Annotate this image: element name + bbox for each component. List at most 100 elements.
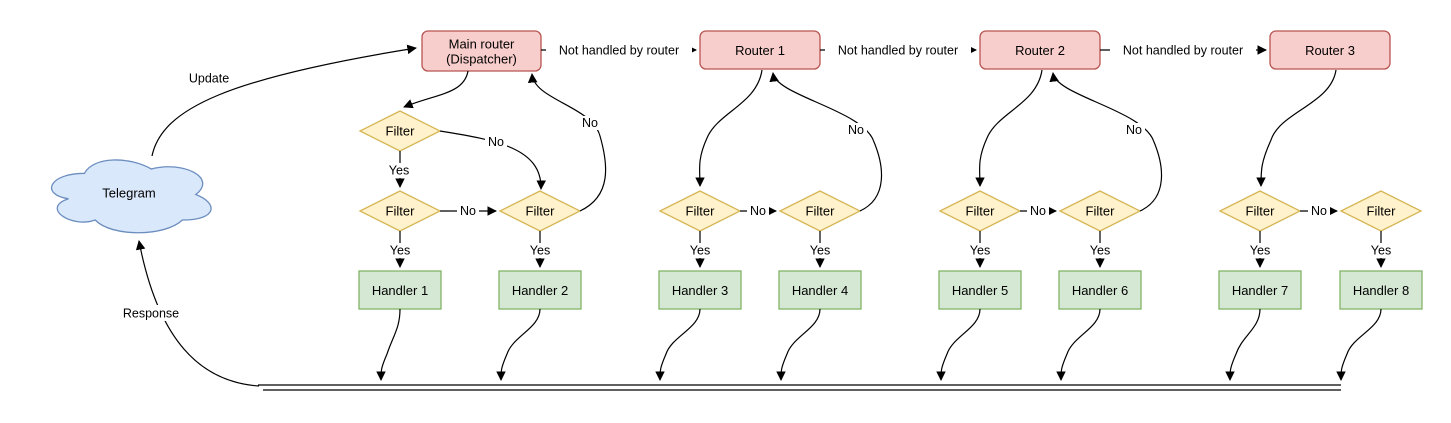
edge-router2-to-filter — [975, 69, 1043, 187]
node-label: Filter — [806, 204, 836, 219]
node-label: Filter — [1246, 204, 1276, 219]
node-label: Router 2 — [1015, 43, 1065, 58]
svg-text:Yes: Yes — [390, 244, 410, 258]
node-handler-6: Handler 6 — [1058, 270, 1142, 310]
label-yes-5: Yes — [966, 243, 994, 258]
edge-handler-drop-4 — [776, 308, 821, 381]
label-bg — [966, 243, 994, 258]
node-telegram-cloud: Telegram — [50, 159, 212, 234]
node-handler-1: Handler 1 — [358, 270, 442, 310]
label-yes-7: Yes — [1246, 243, 1274, 258]
svg-text:Not handled by router: Not handled by router — [1123, 44, 1243, 58]
node-label: Filter — [386, 204, 416, 219]
cloud-shape — [50, 159, 212, 234]
edge-return-r1 — [769, 72, 883, 212]
handler-box — [1339, 270, 1423, 310]
label-bg — [526, 243, 554, 258]
edge-handler-drop-7 — [1225, 308, 1261, 381]
node-label: Handler 5 — [952, 283, 1008, 298]
label-bg — [747, 204, 769, 218]
label-yes-8: Yes — [1367, 243, 1395, 258]
edge-handler-drop-6 — [1056, 308, 1101, 381]
node-label: Handler 3 — [672, 283, 728, 298]
node-filter-r3-2: Filter — [1339, 190, 1423, 232]
label-bg — [845, 123, 867, 137]
label-bg — [183, 70, 235, 86]
node-handler-4: Handler 4 — [778, 270, 862, 310]
label-bg — [1086, 243, 1114, 258]
svg-text:Yes: Yes — [690, 244, 710, 258]
svg-text:Not handled by router: Not handled by router — [838, 44, 958, 58]
label-bg — [116, 305, 186, 321]
node-label: Filter — [1086, 204, 1116, 219]
label-bg — [546, 43, 692, 58]
node-router-1: Router 1 — [699, 30, 821, 70]
svg-text:No: No — [750, 204, 766, 218]
node-label: Filter — [526, 204, 556, 219]
label-no-return-r2: No — [1123, 123, 1145, 137]
handler-box — [498, 270, 582, 310]
node-label: Filter — [686, 204, 716, 219]
label-yes-4: Yes — [806, 243, 834, 258]
node-filter-r3-1: Filter — [1218, 190, 1302, 232]
node-router-3: Router 3 — [1269, 30, 1391, 70]
node-label: Main router — [449, 37, 515, 52]
edge-router1-to-filter — [695, 69, 763, 187]
label-bg — [386, 243, 414, 258]
node-label: Router 3 — [1305, 43, 1355, 58]
label-bg — [457, 204, 479, 218]
svg-text:No: No — [488, 135, 504, 149]
label-not-handled-2: Not handled by router — [825, 43, 971, 58]
label-no-pair-r2: No — [1027, 204, 1049, 218]
handler-box — [358, 270, 442, 310]
node-main-router: Main router (Dispatcher) — [421, 30, 542, 72]
node-label: Handler 1 — [372, 283, 428, 298]
label-bg — [825, 43, 971, 58]
label-yes-3: Yes — [686, 243, 714, 258]
label-bg — [384, 163, 414, 178]
edge-handler-drop-3 — [655, 308, 701, 381]
svg-text:No: No — [582, 116, 598, 130]
edge-filter-top-no — [439, 130, 546, 190]
edge-handler-drop-1 — [376, 308, 401, 381]
svg-text:Yes: Yes — [1250, 244, 1270, 258]
label-no-pair-main: No — [457, 204, 479, 218]
label-bg — [1308, 204, 1330, 218]
node-filter-r1-1: Filter — [658, 190, 742, 232]
node-filter-r1-2: Filter — [778, 190, 862, 232]
label-bg — [1246, 243, 1274, 258]
svg-text:Update: Update — [189, 72, 229, 86]
label-yes-top: Yes — [384, 163, 414, 178]
filter-diamond — [1339, 190, 1423, 232]
node-filter-r2-1: Filter — [938, 190, 1022, 232]
svg-text:Not handled by router: Not handled by router — [559, 44, 679, 58]
svg-text:No: No — [848, 123, 864, 137]
label-bg — [806, 243, 834, 258]
node-filter-r2-2: Filter — [1058, 190, 1142, 232]
handler-box — [778, 270, 862, 310]
node-sublabel: (Dispatcher) — [446, 52, 517, 67]
label-bg — [1367, 243, 1395, 258]
node-router-2: Router 2 — [979, 30, 1101, 70]
label-bg — [485, 135, 507, 149]
svg-text:No: No — [460, 204, 476, 218]
svg-text:Yes: Yes — [1371, 244, 1391, 258]
edge-main-router-to-filter — [403, 70, 469, 109]
label-response: Response — [116, 305, 186, 321]
label-no-top-curve: No — [485, 135, 507, 149]
router-box — [1269, 30, 1391, 70]
node-label: Router 1 — [735, 43, 785, 58]
node-filter-main-top: Filter — [358, 110, 442, 152]
label-not-handled-1: Not handled by router — [546, 43, 692, 58]
label-bg — [1123, 123, 1145, 137]
edge-return-r2 — [1049, 72, 1163, 212]
node-label: Telegram — [102, 186, 155, 201]
router-box — [421, 30, 542, 72]
edge-handler-drop-8 — [1336, 308, 1382, 381]
label-no-return-r1: No — [845, 123, 867, 137]
node-filter-main-2: Filter — [498, 190, 582, 232]
node-label: Handler 2 — [512, 283, 568, 298]
edge-return-main — [527, 73, 607, 212]
edge-response — [135, 240, 260, 387]
label-yes-6: Yes — [1086, 243, 1114, 258]
